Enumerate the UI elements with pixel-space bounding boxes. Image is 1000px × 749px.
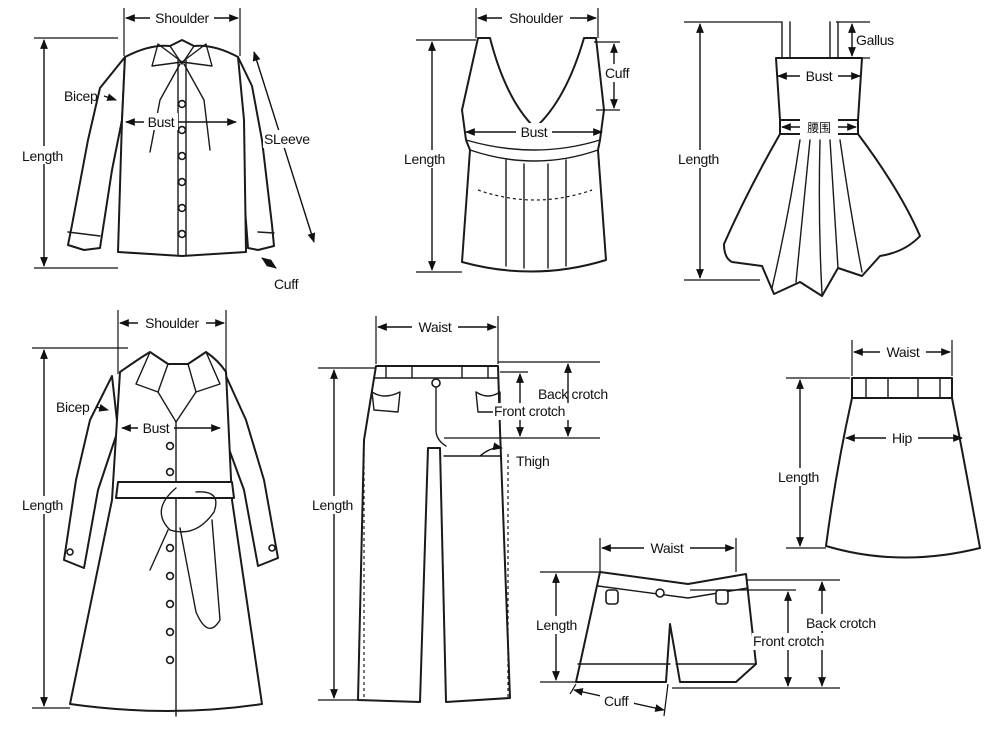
shirt-shoulder-label: Shoulder: [155, 10, 209, 26]
shirt-bicep-label: Bicep: [64, 88, 98, 104]
shorts-front-crotch-label: Front crotch: [753, 633, 824, 649]
skirt-hip-label: Hip: [892, 430, 913, 446]
coat-shoulder-label: Shoulder: [145, 315, 199, 331]
shirt-buttons: [177, 99, 187, 239]
skirt-waist-label: Waist: [887, 344, 920, 360]
shorts-body: [575, 571, 757, 683]
coat-belt-bow: [149, 487, 221, 629]
coat-body: [69, 351, 263, 712]
coat-belt: [115, 481, 235, 499]
skirt-waistband: [851, 377, 953, 399]
vest-length-label: Length: [404, 151, 445, 167]
coat-buttons: [66, 441, 276, 665]
shirt-diagram: Shoulder Bust Bicep Length SLeeve Cuff: [20, 8, 316, 292]
shorts-back-crotch-label: Back crotch: [806, 615, 876, 631]
coat-diagram: Shoulder Bust Bicep Length: [20, 310, 279, 717]
shirt-body: [117, 39, 247, 257]
vest-diagram: Shoulder Cuff Bust Length: [402, 8, 636, 273]
pants-front-crotch-label: Front crotch: [494, 403, 565, 419]
shorts-length-label: Length: [536, 617, 577, 633]
coat-bicep-label: Bicep: [56, 399, 90, 415]
dress-gallus-label: Gallus: [856, 32, 894, 48]
dress-waist-label: 腰围: [807, 121, 831, 135]
pants-thigh-label: Thigh: [516, 453, 550, 469]
dress-bust-label: Bust: [806, 68, 833, 84]
shorts-diagram: Waist Length Back crotch Front crotch Cu…: [534, 538, 885, 717]
dress-diagram: Gallus Bust 腰围 Length: [676, 21, 921, 297]
pants-waist-label: Waist: [419, 319, 452, 335]
shirt-bow: [149, 43, 213, 153]
dress-skirt: [723, 133, 921, 297]
pants-body: [357, 365, 511, 703]
coat-length-label: Length: [22, 497, 63, 513]
pants-length-label: Length: [312, 497, 353, 513]
vest-shoulder-label: Shoulder: [509, 10, 563, 26]
coat-bust-label: Bust: [143, 420, 170, 436]
dress-straps: [781, 21, 839, 59]
coat-left-sleeve: [63, 375, 119, 569]
shirt-left-sleeve: [67, 56, 126, 251]
shirt-bust-label: Bust: [148, 114, 175, 130]
shirt-sleeve-label: SLeeve: [264, 131, 310, 147]
skirt-length-label: Length: [778, 469, 819, 485]
shirt-length-label: Length: [22, 148, 63, 164]
shorts-cuff-label: Cuff: [604, 693, 629, 709]
pants-back-crotch-label: Back crotch: [538, 386, 608, 402]
dress-length-label: Length: [678, 151, 719, 167]
vest-bust-label: Bust: [521, 124, 548, 140]
skirt-diagram: Waist Hip Length: [776, 340, 981, 559]
shorts-waist-label: Waist: [651, 540, 684, 556]
vest-cuff-label: Cuff: [605, 65, 630, 81]
vest-body: [461, 37, 607, 273]
shirt-cuff-label: Cuff: [274, 276, 299, 292]
pants-diagram: Waist Back crotch Front crotch Thigh Len…: [310, 316, 608, 703]
skirt-body: [825, 397, 981, 559]
